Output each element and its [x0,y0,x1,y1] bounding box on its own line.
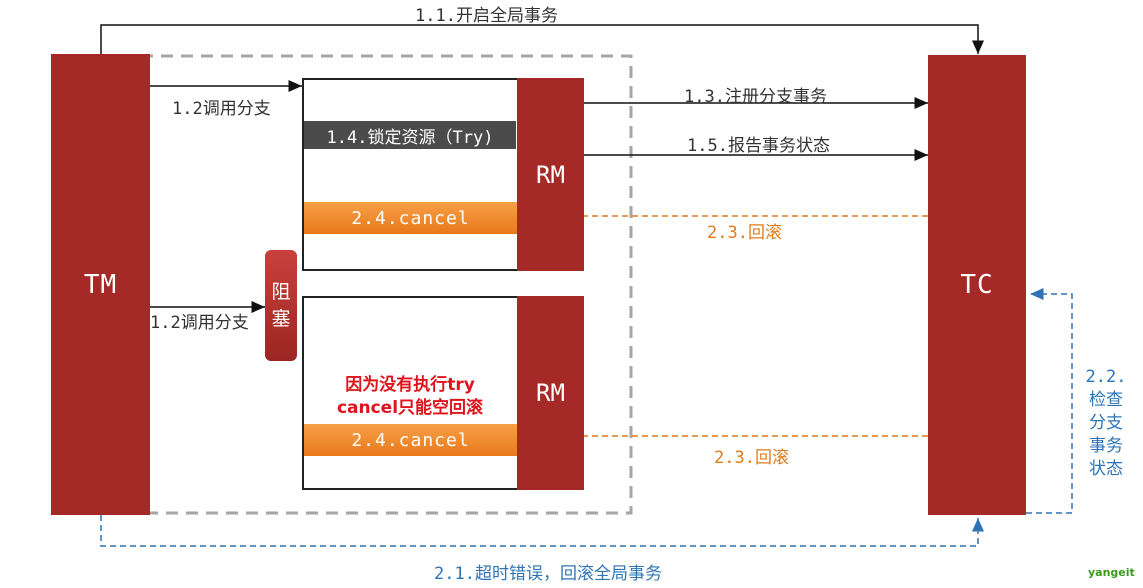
arrow-timeout-rollback [100,515,984,547]
label-begin-global: 1.1.开启全局事务 [415,6,558,26]
check-status-line-1: 2.2. [1085,367,1127,387]
arrow-check-status [1026,288,1073,514]
tc-label: TC [960,270,994,300]
rm-node-2: RM [517,296,584,490]
tm-label: TM [83,269,118,300]
check-status-line-4: 事务 [1089,435,1123,456]
check-status-line-5: 状态 [1089,458,1123,479]
empty-rollback-note: 因为没有执行try cancel只能空回滚 [320,374,500,420]
blocking-char-1: 阻 [271,280,291,303]
cancel-label-2: 2.4.cancel [351,429,470,451]
cancel-bar-1: 2.4.cancel [304,202,517,234]
label-report-status: 1.5.报告事务状态 [687,136,830,156]
lock-resource-bar: 1.4.锁定资源（Try) [304,121,516,149]
check-status-line-3: 分支 [1089,412,1123,433]
cancel-bar-2: 2.4.cancel [304,424,517,456]
blocking-char-2: 塞 [271,307,291,330]
label-rollback-2: 2.3.回滚 [714,448,789,468]
tc-node: TC [928,55,1026,515]
cancel-label-1: 2.4.cancel [351,207,470,229]
rm-label-2: RM [536,379,565,407]
label-register-branch: 1.3.注册分支事务 [684,87,827,107]
label-check-status: 2.2. 检查 分支 事务 状态 [1078,366,1134,481]
lock-resource-label: 1.4.锁定资源（Try) [326,127,494,148]
watermark-logo: yangeit [1088,566,1135,579]
label-rollback-1: 2.3.回滚 [707,223,782,243]
blocking-tag: 阻 塞 [265,250,297,361]
label-timeout-rollback: 2.1.超时错误，回滚全局事务 [434,564,662,584]
note-line-1: 因为没有执行try [345,375,475,395]
rm-label-1: RM [536,160,565,189]
arrow-begin-global [100,24,984,54]
check-status-line-2: 检查 [1089,389,1123,410]
note-line-2: cancel只能空回滚 [336,397,484,418]
rm-node-1: RM [517,78,584,271]
label-call-branch-2: 1.2调用分支 [150,313,249,333]
label-call-branch-1: 1.2调用分支 [172,99,271,119]
tm-node: TM [51,54,150,515]
